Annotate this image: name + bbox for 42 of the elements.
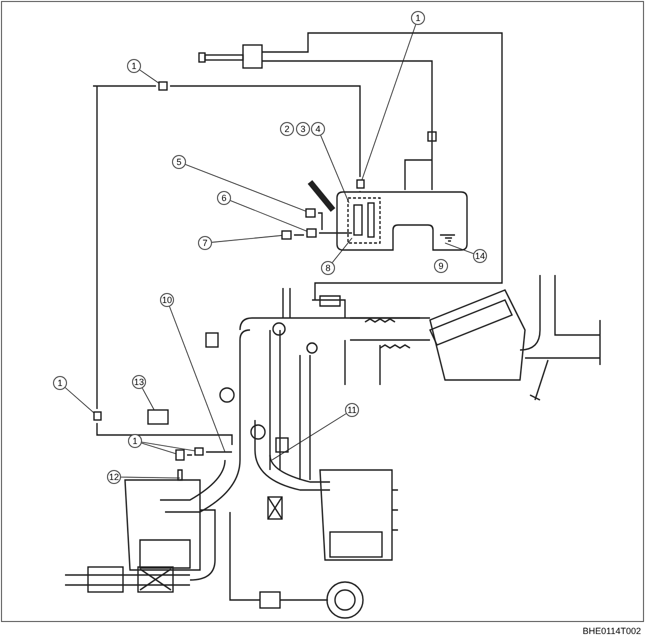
leader-line (272, 413, 346, 460)
callout-number: 1 (53, 376, 67, 390)
component-box (281, 230, 292, 240)
pipe-connector (356, 179, 365, 189)
callout-number: 5 (172, 155, 186, 169)
callout-number: 12 (107, 470, 121, 484)
leader-line (169, 306, 226, 452)
pipe-connector (194, 447, 204, 456)
leader-line (320, 135, 350, 204)
callout-number: 8 (321, 261, 335, 275)
leader-line (141, 442, 176, 454)
pipe-connector (93, 411, 102, 421)
component-box (305, 208, 316, 218)
leader-line (142, 442, 196, 452)
callout-number: 14 (473, 249, 487, 263)
leader-line (185, 164, 306, 212)
pipe-connector (158, 81, 168, 91)
callout-number: 4 (311, 122, 325, 136)
component-box (306, 228, 317, 238)
leader-line (332, 238, 352, 263)
callout-number: 1 (128, 434, 142, 448)
leader-line (139, 70, 160, 84)
leader-line (361, 24, 416, 180)
leader-line (444, 242, 474, 254)
callout-number: 6 (217, 191, 231, 205)
callout-number: 2 (280, 122, 294, 136)
leader-line (120, 476, 180, 478)
callout-number: 1 (411, 11, 425, 25)
leader-line (230, 200, 308, 232)
callout-number: 7 (198, 236, 212, 250)
figure-code: BHE0114T002 (582, 627, 641, 636)
callout-number: 3 (296, 122, 310, 136)
leader-line (64, 387, 94, 414)
leader-line (142, 388, 155, 410)
callout-number: 13 (132, 375, 146, 389)
callout-number: 1 (127, 59, 141, 73)
callout-number: 11 (345, 403, 359, 417)
leader-line (212, 235, 282, 243)
pipe-connector (175, 449, 185, 461)
callout-number: 9 (434, 259, 448, 273)
component-box (147, 409, 169, 425)
callout-number: 10 (160, 293, 174, 307)
